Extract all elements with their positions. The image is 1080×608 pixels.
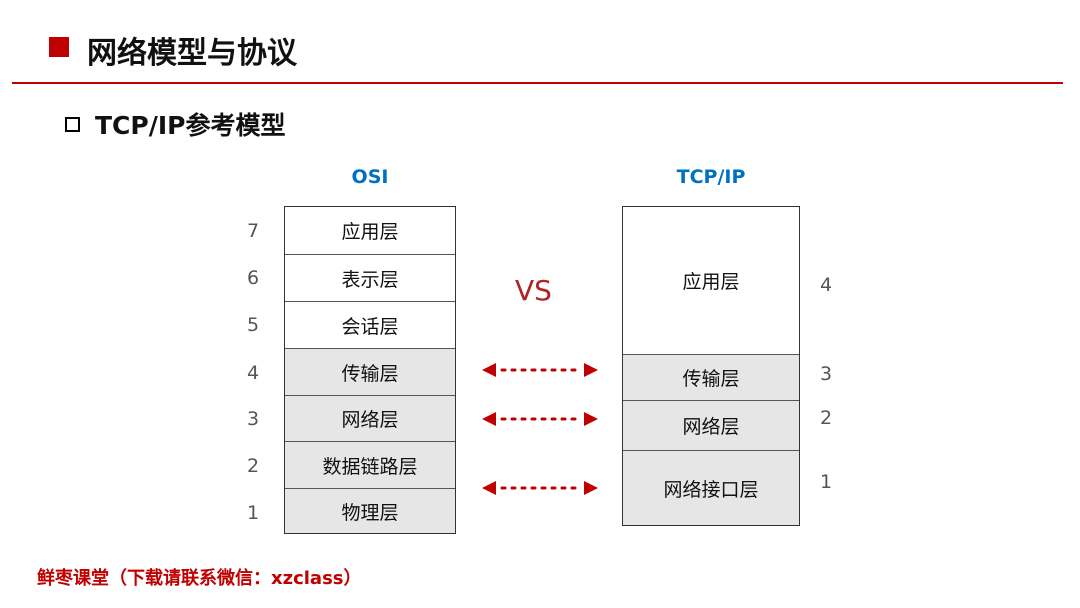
osi-layer-application: 应用层 bbox=[285, 207, 455, 254]
transport-mapping-arrow-icon bbox=[482, 363, 598, 377]
osi-layer-number: 1 bbox=[246, 502, 260, 524]
osi-layer-number: 6 bbox=[246, 267, 260, 289]
tcpip-layer-number: 2 bbox=[819, 407, 833, 429]
osi-layer-number: 4 bbox=[246, 362, 260, 384]
network-mapping-arrow-icon bbox=[482, 412, 598, 426]
osi-layer-transport: 传输层 bbox=[285, 348, 455, 395]
osi-layer-session: 会话层 bbox=[285, 301, 455, 348]
osi-layer-number: 2 bbox=[246, 455, 260, 477]
tcpip-layer-transport: 传输层 bbox=[623, 354, 799, 400]
tcpip-layer-network: 网络层 bbox=[623, 400, 799, 450]
vs-label: VS bbox=[515, 274, 552, 307]
osi-layer-number: 3 bbox=[246, 408, 260, 430]
osi-layer-physical: 物理层 bbox=[285, 488, 455, 533]
tcpip-layer-number: 4 bbox=[819, 274, 833, 296]
osi-layer-network: 网络层 bbox=[285, 395, 455, 441]
tcpip-layer-number: 1 bbox=[819, 471, 833, 493]
osi-layer-number: 7 bbox=[246, 220, 260, 242]
section-subtitle: TCP/IP参考模型 bbox=[95, 111, 286, 140]
page-title: 网络模型与协议 bbox=[87, 36, 297, 71]
osi-layer-presentation: 表示层 bbox=[285, 254, 455, 301]
osi-layer-datalink: 数据链路层 bbox=[285, 441, 455, 488]
tcpip-title: TCP/IP bbox=[676, 166, 746, 188]
osi-layer-number: 5 bbox=[246, 314, 260, 336]
osi-title: OSI bbox=[351, 166, 389, 188]
title-bullet-icon bbox=[49, 37, 69, 57]
tcpip-stack: 应用层 传输层 网络层 网络接口层 bbox=[622, 206, 800, 526]
subtitle-bullet-icon bbox=[65, 117, 80, 132]
interface-mapping-arrow-icon bbox=[482, 481, 598, 495]
title-divider bbox=[12, 82, 1063, 84]
tcpip-layer-application: 应用层 bbox=[623, 207, 799, 354]
tcpip-layer-network-interface: 网络接口层 bbox=[623, 450, 799, 525]
tcpip-layer-number: 3 bbox=[819, 363, 833, 385]
osi-stack: 应用层 表示层 会话层 传输层 网络层 数据链路层 物理层 bbox=[284, 206, 456, 534]
footer-credit: 鲜枣课堂（下载请联系微信：xzclass） bbox=[37, 568, 362, 589]
